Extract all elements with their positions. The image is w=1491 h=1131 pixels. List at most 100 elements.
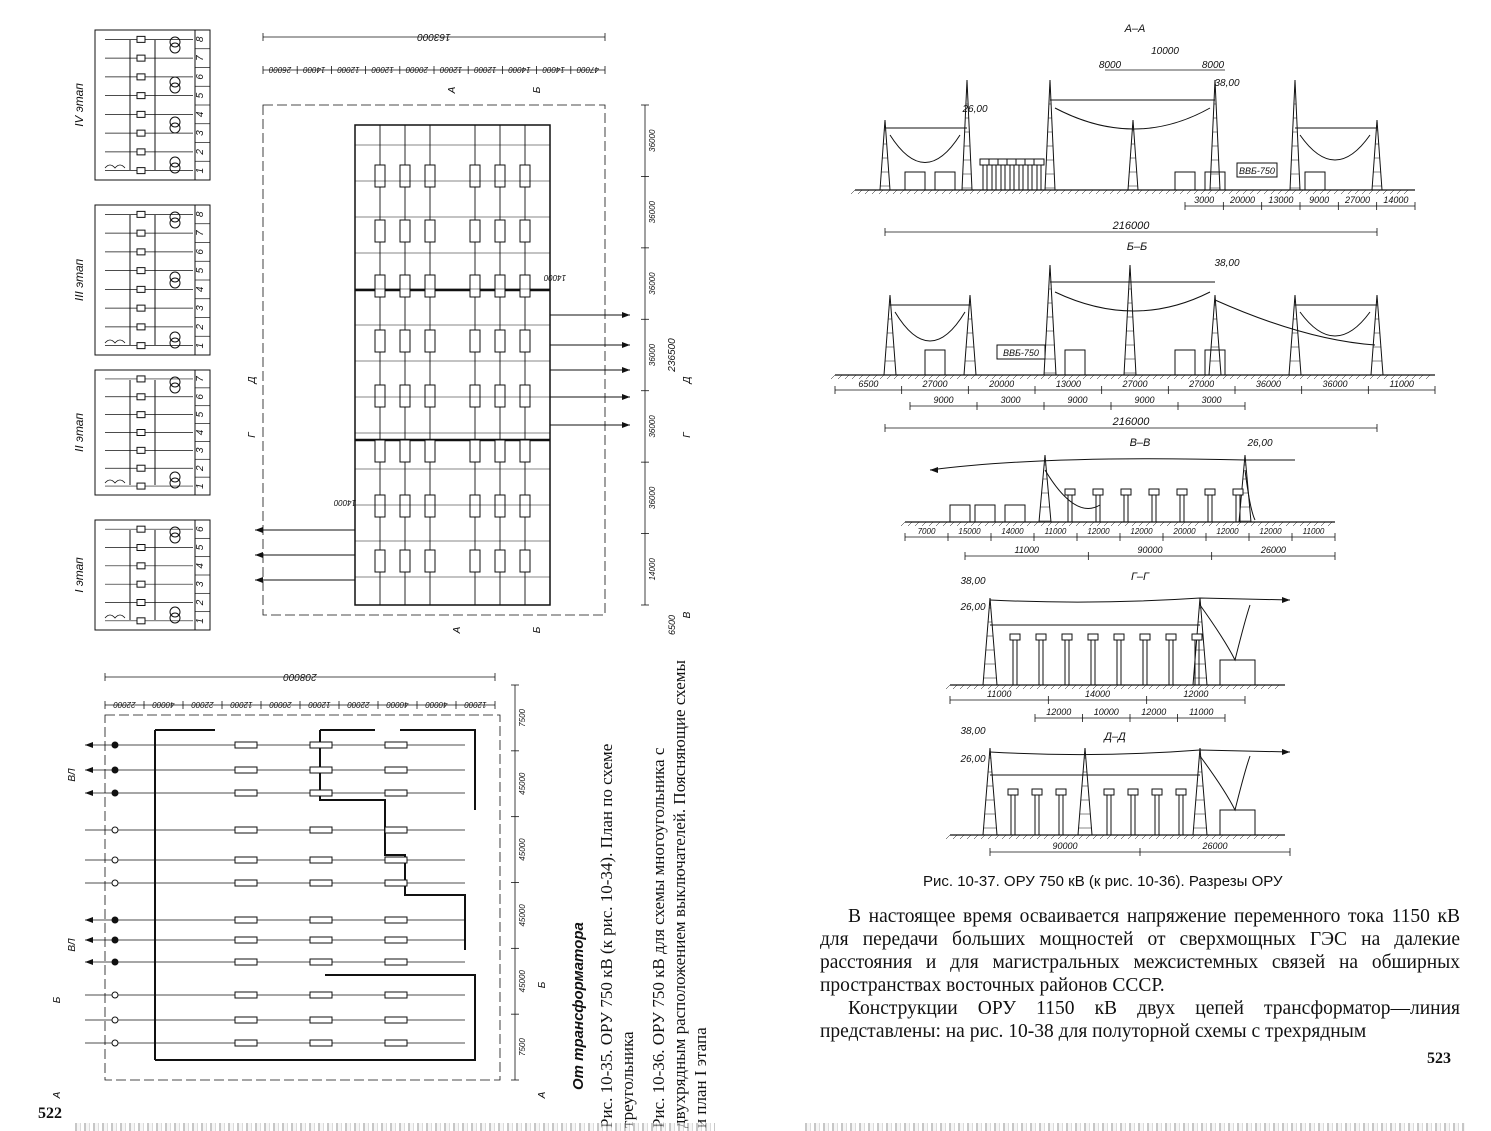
ground-hatch xyxy=(921,521,927,527)
apparatus xyxy=(374,549,386,573)
disconnector-symbol xyxy=(111,991,119,999)
ground-hatch xyxy=(1152,521,1158,527)
ground-hatch xyxy=(914,374,920,380)
ground-hatch xyxy=(1054,521,1060,527)
section-mark-A: А xyxy=(537,1091,548,1099)
breaker-symbol xyxy=(136,544,146,551)
ground-hatch xyxy=(1040,374,1046,380)
ground-hatch xyxy=(1194,521,1200,527)
apparatus xyxy=(399,219,411,243)
arrow xyxy=(930,467,938,473)
dim-label: 9000 xyxy=(1067,395,1087,405)
ground-hatch xyxy=(987,834,993,840)
bay-number: 6 xyxy=(195,249,206,255)
section-title-GG: Г–Г xyxy=(1131,571,1150,583)
ground-hatch xyxy=(970,521,976,527)
caption-fig-10-37: Рис. 10-37. ОРУ 750 кВ (к рис. 10-36). Р… xyxy=(923,873,1283,890)
ground-hatch xyxy=(1232,834,1238,840)
arrow xyxy=(1282,749,1290,755)
ground-hatch xyxy=(914,521,920,527)
ground-hatch xyxy=(1187,374,1193,380)
apparatus xyxy=(399,494,411,518)
dim-label: 7000 xyxy=(918,527,936,536)
bay-number: 7 xyxy=(195,376,206,382)
ground-hatch xyxy=(1284,189,1290,195)
apparatus xyxy=(519,549,531,573)
ground-hatch xyxy=(1267,834,1273,840)
ground-hatch xyxy=(976,189,982,195)
ground-hatch xyxy=(1193,189,1199,195)
dim-label: 45000 xyxy=(518,970,527,993)
caption-fig-10-35: Рис. 10-35. ОРУ 750 кВ (к рис. 10-34). П… xyxy=(597,743,637,1128)
ground-hatch xyxy=(1271,374,1277,380)
switchyard-frame xyxy=(354,124,551,606)
tower-leg xyxy=(1294,79,1301,191)
ground-hatch xyxy=(921,374,927,380)
ground-hatch xyxy=(1124,374,1130,380)
elevation: 26,00 xyxy=(959,754,985,765)
breaker-symbol xyxy=(136,54,146,62)
ground-hatch xyxy=(1151,189,1157,195)
breaker-symbol xyxy=(136,525,146,533)
line-label-VL: ВЛ xyxy=(67,768,78,781)
dim-label: 45000 xyxy=(518,838,527,861)
ground-hatch xyxy=(1169,684,1175,690)
breaker-symbol xyxy=(136,323,146,331)
bay-number: 8 xyxy=(195,211,206,217)
ground-hatch xyxy=(1155,834,1161,840)
ground-hatch xyxy=(857,189,863,195)
apparatus xyxy=(494,274,506,298)
apparatus xyxy=(234,766,258,774)
elevation: 38,00 xyxy=(1214,258,1239,269)
ground-hatch xyxy=(966,684,972,690)
stage-label: III этап xyxy=(75,258,86,301)
reactor-symbol xyxy=(104,164,126,169)
transformer-symbol xyxy=(169,122,181,134)
apparatus xyxy=(494,219,506,243)
ground-hatch xyxy=(1291,189,1297,195)
ground-hatch xyxy=(1148,834,1154,840)
portal-tower xyxy=(1209,79,1221,191)
portal-tower xyxy=(982,597,998,686)
tower-leg xyxy=(1214,79,1221,191)
ground-hatch xyxy=(1137,189,1143,195)
ground-hatch xyxy=(1043,684,1049,690)
bay-number: 6 xyxy=(195,526,206,532)
apparatus xyxy=(309,1016,333,1024)
ground-hatch xyxy=(837,374,843,380)
dim-label: 216000 xyxy=(1112,220,1151,232)
ground-hatch xyxy=(885,189,891,195)
ground-hatch xyxy=(991,374,997,380)
bottom-dim: 6500 xyxy=(667,615,677,635)
transformer-symbol xyxy=(169,612,181,624)
tower-leg xyxy=(1192,597,1201,686)
tower-leg xyxy=(966,79,973,191)
apparatus xyxy=(1174,349,1196,376)
ground-hatch xyxy=(935,374,941,380)
ground-hatch xyxy=(1271,521,1277,527)
dim-label: 11000 xyxy=(1303,527,1325,536)
disconnector-symbol xyxy=(111,856,119,864)
apparatus xyxy=(519,384,531,408)
dim-label: 27000 xyxy=(921,379,947,389)
dim-label: 14000 xyxy=(508,65,531,74)
ground-hatch xyxy=(1274,834,1280,840)
apparatus xyxy=(374,274,386,298)
apparatus xyxy=(309,991,333,999)
transformer-symbol xyxy=(169,162,181,174)
ground-hatch xyxy=(1236,521,1242,527)
apparatus xyxy=(309,936,333,944)
disconnector-symbol xyxy=(111,741,119,749)
ground-hatch xyxy=(1221,189,1227,195)
gantry-wire xyxy=(989,597,1291,626)
ground-hatch xyxy=(1166,374,1172,380)
ground-hatch xyxy=(1166,521,1172,527)
ground-hatch xyxy=(1113,834,1119,840)
portal-tower xyxy=(1370,294,1384,376)
apparatus xyxy=(384,916,408,924)
ground-hatch xyxy=(984,374,990,380)
ground-hatch xyxy=(1096,521,1102,527)
ground-hatch xyxy=(1047,374,1053,380)
